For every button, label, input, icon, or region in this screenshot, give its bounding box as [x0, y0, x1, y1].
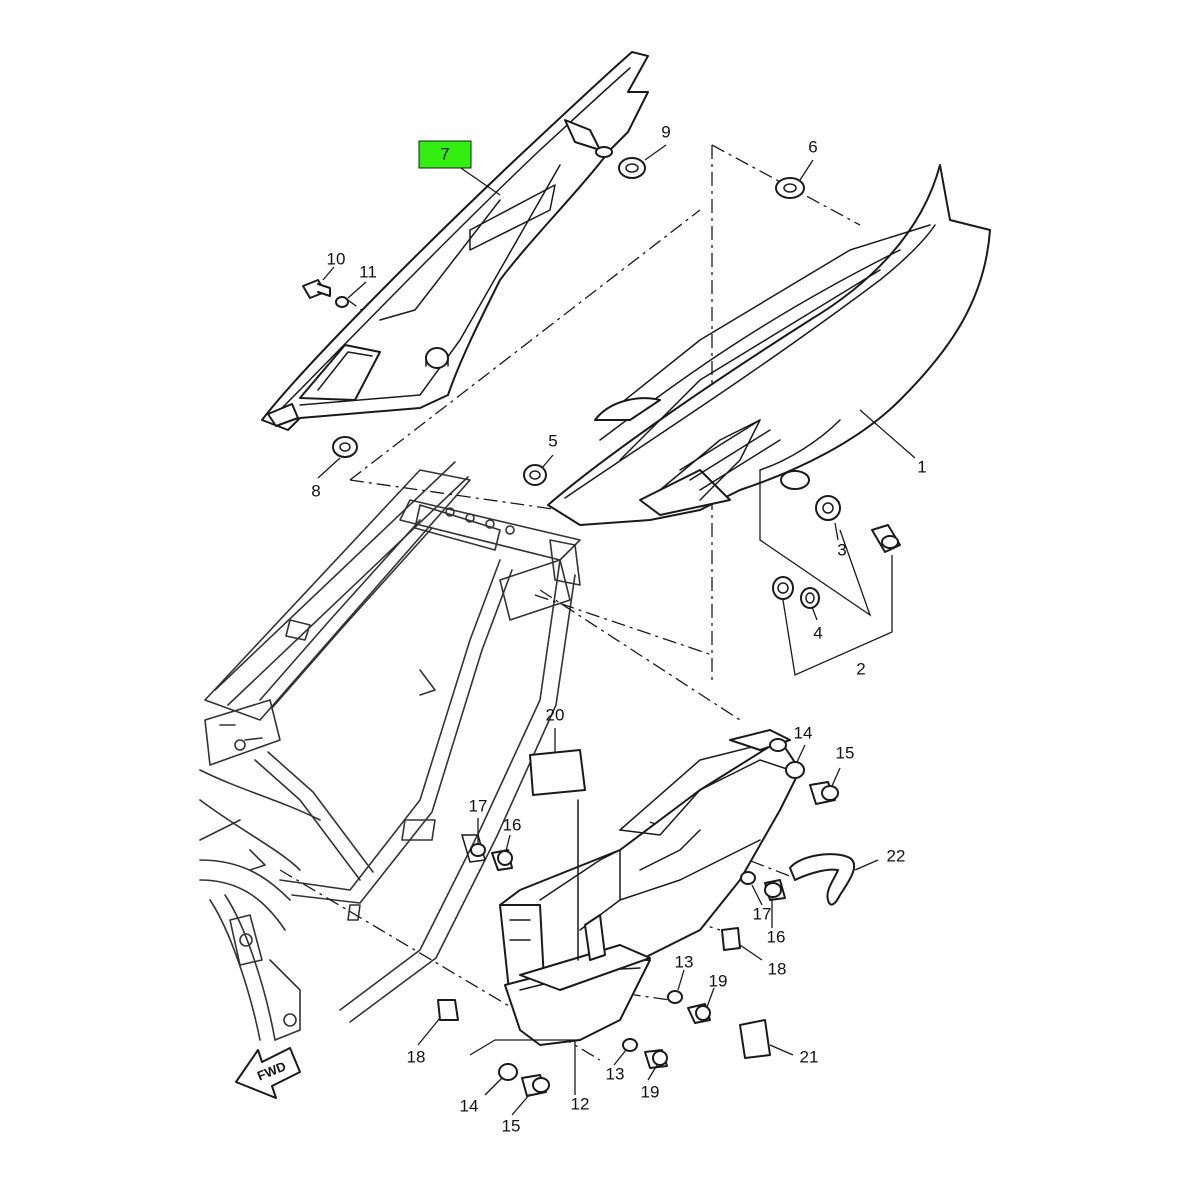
callout-14[interactable]: 14	[794, 723, 813, 742]
callout-13[interactable]: 13	[675, 952, 694, 971]
callout-15[interactable]: 15	[836, 743, 855, 762]
callout-8[interactable]: 8	[311, 481, 320, 500]
fwd-arrow: FWD	[235, 1047, 301, 1099]
callout-1[interactable]: 1	[917, 457, 926, 476]
callout-9[interactable]: 9	[661, 122, 670, 141]
callout-19[interactable]: 19	[709, 971, 728, 990]
part-1-side-cover	[547, 164, 991, 526]
callout-13b[interactable]: 13	[606, 1064, 625, 1083]
callout-20[interactable]: 20	[546, 705, 565, 724]
callout-22[interactable]: 22	[887, 846, 906, 865]
callout-18[interactable]: 18	[768, 959, 787, 978]
part-7-side-cover	[261, 51, 649, 431]
leader-lines	[317, 144, 916, 1116]
callout-17[interactable]: 17	[469, 796, 488, 815]
frame-drawing	[199, 461, 581, 1041]
highlight-box	[418, 140, 472, 169]
callout-17b[interactable]: 17	[753, 904, 772, 923]
callout-18b[interactable]: 18	[407, 1047, 426, 1066]
callout-19b[interactable]: 19	[641, 1082, 660, 1101]
callout-21[interactable]: 21	[800, 1047, 819, 1066]
callout-7[interactable]: 7	[440, 144, 449, 163]
callout-14b[interactable]: 14	[460, 1096, 479, 1115]
callout-16b[interactable]: 16	[767, 927, 786, 946]
lower-assembly	[499, 729, 856, 1059]
callout-11[interactable]: 11	[359, 262, 377, 281]
upper-hardware	[302, 157, 901, 609]
callout-15b[interactable]: 15	[502, 1116, 521, 1135]
callout-4[interactable]: 4	[813, 623, 822, 642]
callout-6[interactable]: 6	[808, 137, 817, 156]
callout-10[interactable]: 10	[327, 249, 346, 268]
callout-3[interactable]: 3	[837, 540, 846, 559]
callout-2[interactable]: 2	[856, 659, 865, 678]
callout-16[interactable]: 16	[503, 815, 522, 834]
callout-12[interactable]: 12	[571, 1094, 590, 1113]
callouts: 7 9 6 10 11 8 5 1 3 4 2 20 14 15 17 16 2…	[311, 122, 926, 1135]
callout-5[interactable]: 5	[548, 431, 557, 450]
lower-hardware	[437, 761, 839, 1097]
